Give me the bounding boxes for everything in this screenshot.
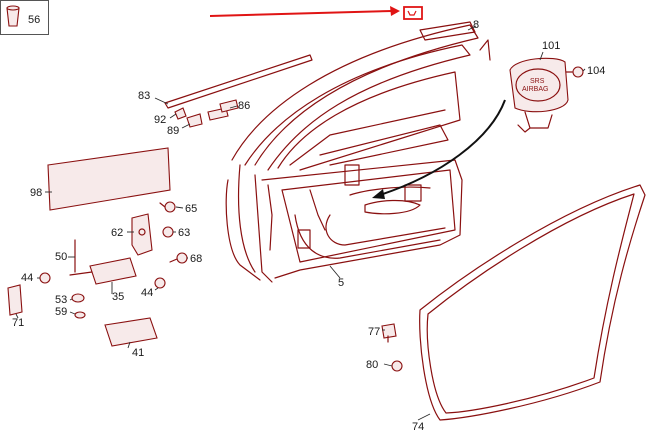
part-number-labels: 8 101 104 83 92 89 86 98 65 62 63 68 50 … <box>12 19 605 433</box>
bolt-68 <box>169 252 188 264</box>
label-101: 101 <box>542 40 560 52</box>
clip-80 <box>391 360 403 372</box>
label-74: 74 <box>412 421 424 433</box>
label-104: 104 <box>587 65 605 77</box>
label-44-right: 44 <box>141 287 153 299</box>
label-5: 5 <box>338 277 344 289</box>
label-80: 80 <box>366 359 378 371</box>
label-35: 35 <box>112 291 124 303</box>
label-8: 8 <box>473 19 479 31</box>
legend-number: 56 <box>28 14 40 26</box>
door-frame <box>225 21 491 283</box>
panel-98 <box>47 147 171 211</box>
airbag-module: SRS AIRBAG <box>509 57 569 133</box>
clip-86b <box>219 99 239 113</box>
clip-92 <box>174 107 187 120</box>
washer-53 <box>71 293 85 303</box>
airbag-label-srs: SRS <box>530 78 545 85</box>
molding-strip <box>164 54 313 109</box>
door-seal <box>419 184 646 421</box>
label-41: 41 <box>132 347 144 359</box>
label-86: 86 <box>238 100 250 112</box>
label-92: 92 <box>154 114 166 126</box>
airbag-label-airbag: AIRBAG <box>522 86 548 93</box>
label-53: 53 <box>55 294 67 306</box>
clip-icon <box>6 7 20 27</box>
label-77: 77 <box>368 326 380 338</box>
label-50: 50 <box>55 251 67 263</box>
label-68: 68 <box>190 253 202 265</box>
label-44-left: 44 <box>21 272 33 284</box>
cap-41 <box>104 317 158 347</box>
airbag-arrow <box>379 99 506 196</box>
washer-59 <box>74 311 86 319</box>
bolt-65 <box>159 201 176 213</box>
bracket-71 <box>7 284 23 316</box>
label-89: 89 <box>167 125 179 137</box>
label-62: 62 <box>111 227 123 239</box>
label-98: 98 <box>30 187 42 199</box>
label-71: 71 <box>12 317 24 329</box>
check-strap-35 <box>89 257 137 285</box>
label-83: 83 <box>138 90 150 102</box>
screw-104 <box>565 66 584 78</box>
clip-77 <box>381 323 397 343</box>
leader-lines <box>15 25 586 421</box>
label-59: 59 <box>55 306 67 318</box>
pointer-arrow <box>209 6 423 20</box>
bolt-44b <box>154 277 166 289</box>
highlight-marker <box>403 6 423 20</box>
label-65: 65 <box>185 203 197 215</box>
label-63: 63 <box>178 227 190 239</box>
clip-89 <box>186 113 203 128</box>
legend-box: 56 <box>0 0 49 35</box>
bolt-44a <box>39 272 51 284</box>
bolt-63 <box>162 226 174 238</box>
